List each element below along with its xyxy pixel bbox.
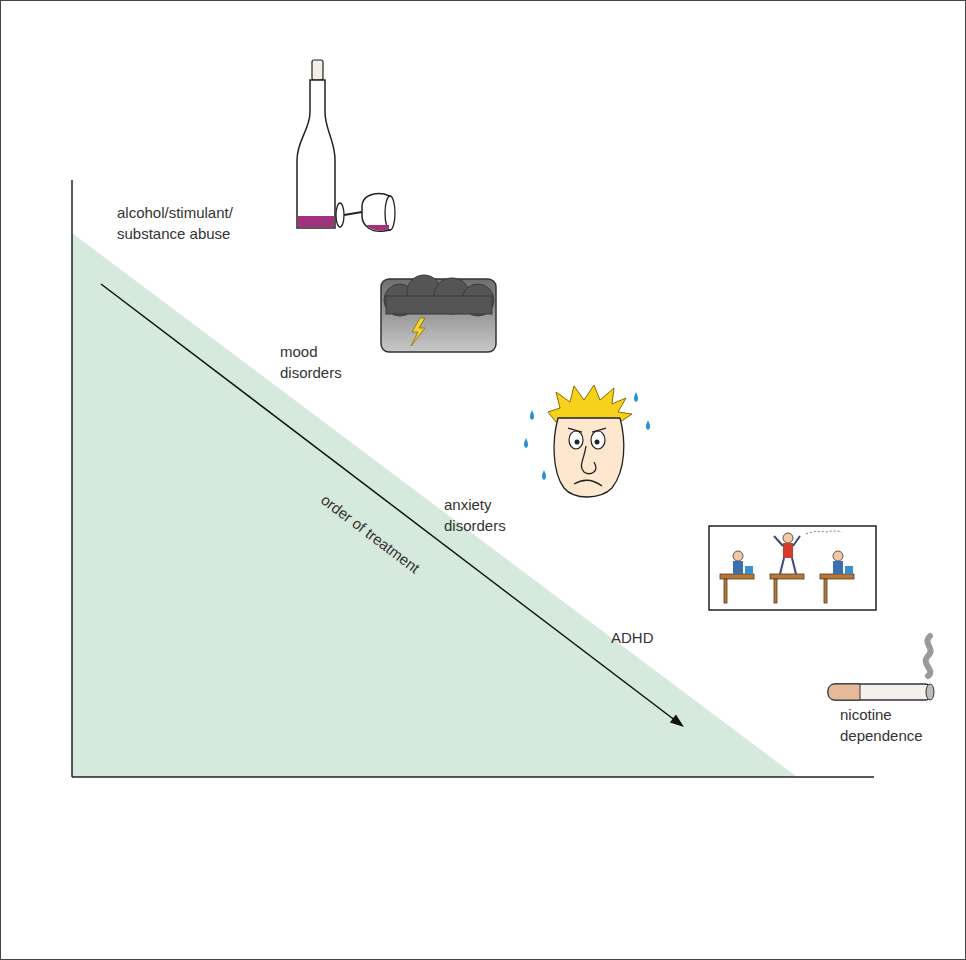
classroom-icon <box>709 526 876 610</box>
hair <box>548 385 632 422</box>
condition-label: nicotine dependence <box>840 704 940 746</box>
sweat-drops <box>524 392 650 480</box>
nose <box>581 446 595 474</box>
glass-stem <box>344 212 362 215</box>
lightning-bolt <box>411 318 425 346</box>
anxious-face <box>524 385 650 497</box>
brows <box>568 428 606 432</box>
glass-rim <box>385 196 395 230</box>
bottle-icon <box>297 60 335 228</box>
arrow-head <box>670 715 684 728</box>
condition-label: ADHD <box>611 627 671 648</box>
glass-wine <box>366 225 389 231</box>
students <box>733 531 853 574</box>
condition-label: alcohol/stimulant/ substance abuse <box>117 202 287 244</box>
eye <box>569 431 583 449</box>
storm-frame <box>381 279 496 352</box>
desks <box>720 574 854 603</box>
face <box>554 418 624 497</box>
green-triangle <box>72 233 797 777</box>
condition-label: mood disorders <box>280 341 355 383</box>
glass-base <box>336 203 344 227</box>
mouth <box>574 480 602 486</box>
classroom-frame <box>709 526 876 610</box>
wine <box>298 216 334 227</box>
storm-icon <box>381 275 496 352</box>
cigarette-icon <box>828 636 934 700</box>
bottle-body <box>297 80 335 228</box>
cigarette-body <box>828 684 932 700</box>
pupil <box>575 440 580 445</box>
cigarette-filter <box>828 684 860 700</box>
cork <box>312 60 323 80</box>
y-axis <box>71 180 73 777</box>
glass-icon <box>336 194 395 232</box>
eye <box>591 431 605 449</box>
smoke <box>926 636 931 676</box>
x-axis <box>72 776 874 778</box>
condition-label: anxiety disorders <box>444 494 524 536</box>
cigarette-tip <box>926 684 934 700</box>
clouds <box>384 275 494 316</box>
pupil <box>595 440 600 445</box>
